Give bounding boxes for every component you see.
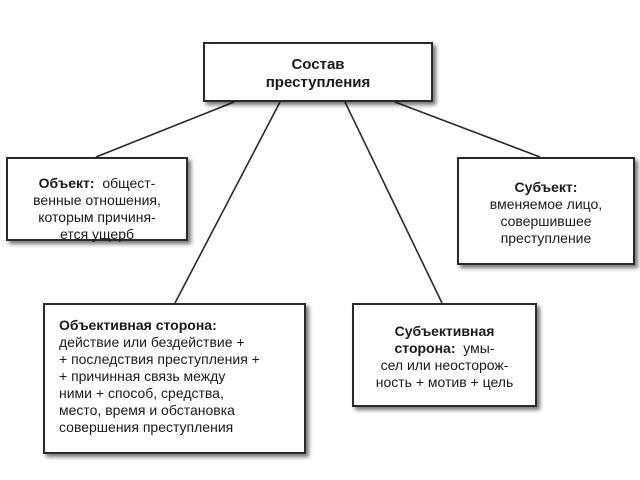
subjective-side-text-1: умы- bbox=[463, 340, 495, 356]
objective-side-text-3: + причинная связь между bbox=[59, 368, 226, 384]
subjective-side-line-2: сторона: умы- bbox=[354, 340, 535, 357]
subjective-side-box: Субъективная сторона: умы- сел или неост… bbox=[352, 303, 537, 407]
subjective-side-text-2: сел или неосторож- bbox=[380, 357, 509, 373]
objective-side-heading: Объективная сторона: bbox=[59, 317, 217, 333]
connector-root-object bbox=[95, 101, 235, 158]
root-title-line-2: преступления bbox=[265, 74, 371, 91]
object-heading: Объект: bbox=[38, 175, 95, 191]
root-title-line-1: Состав bbox=[291, 56, 345, 73]
subject-box: Субъект: вменяемое лицо, совершившее пре… bbox=[457, 157, 635, 265]
objective-side-text-1: действие или бездействие + bbox=[59, 334, 245, 350]
subject-heading: Субъект: bbox=[514, 179, 578, 195]
connector-root-objective bbox=[174, 101, 281, 304]
objective-side-box: Объективная сторона: действие или бездей… bbox=[43, 303, 306, 454]
objective-side-text-2: + последствия преступления + bbox=[59, 351, 260, 367]
subject-text-3: преступление bbox=[500, 230, 592, 246]
subjective-side-heading-1: Субъективная bbox=[394, 323, 495, 339]
object-text-3: которым причиня- bbox=[38, 209, 156, 225]
subject-text-1: вменяемое лицо, bbox=[489, 196, 603, 212]
connector-root-subjective bbox=[344, 101, 443, 304]
objective-side-text-5: место, время и обстановка bbox=[59, 402, 235, 418]
object-line-1: Объект: общест- bbox=[8, 175, 186, 192]
connector-root-subject bbox=[394, 101, 541, 158]
objective-side-text-4: ними + способ, средства, bbox=[59, 385, 224, 401]
object-text-4: ется ущерб bbox=[60, 226, 134, 242]
object-text-1: общест- bbox=[102, 175, 156, 191]
subjective-side-heading-2: сторона: bbox=[394, 340, 456, 356]
subject-text-2: совершившее bbox=[500, 213, 592, 229]
objective-side-text-6: совершения преступления bbox=[59, 419, 234, 435]
subjective-side-text-3: ность + мотив + цель bbox=[375, 374, 514, 390]
object-text-2: венные отношения, bbox=[33, 192, 161, 208]
root-box-crime-composition: Состав преступления bbox=[203, 42, 433, 102]
object-box: Объект: общест- венные отношения, которы… bbox=[6, 157, 188, 242]
